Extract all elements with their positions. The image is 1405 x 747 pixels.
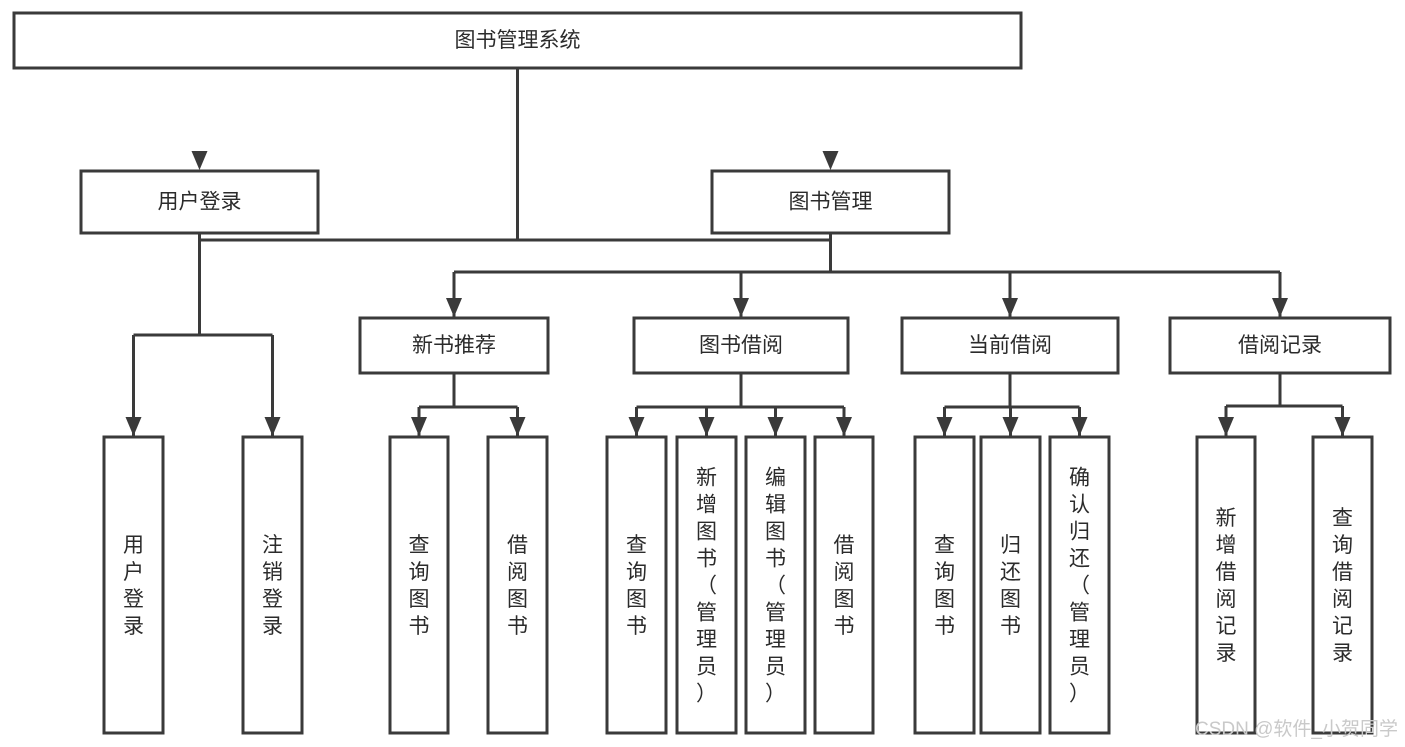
leaf-node-1-2-2-box: [1048, 435, 1111, 735]
level2-node-0-label: 用户登录: [158, 191, 242, 214]
level3-node-1-1-label: 图书借阅: [699, 334, 783, 357]
connector-arrowhead: [936, 417, 953, 436]
level2-node-1[interactable]: 图书管理: [710, 169, 951, 235]
connector-arrowhead: [1218, 417, 1234, 436]
level3-node-1-1[interactable]: 图书借阅: [632, 316, 850, 375]
root-node-box: [12, 11, 1023, 70]
level2-node-0[interactable]: 用户登录: [79, 169, 320, 235]
leaf-node-1-2-0-label: 查询图书: [934, 534, 955, 638]
level3-node-0-0[interactable]: 用户登录: [102, 435, 165, 735]
connector-arrowhead: [264, 417, 281, 436]
connector-arrowhead: [628, 417, 645, 436]
connector-arrowhead: [1334, 417, 1351, 436]
level3-node-1-0-box: [358, 316, 550, 375]
level3-node-1-2-box: [900, 316, 1120, 375]
level3-node-1-3-box: [1168, 316, 1392, 375]
leaf-node-1-0-0[interactable]: 查询图书: [388, 435, 450, 735]
connector-arrowhead: [1272, 298, 1288, 317]
connector-arrowhead: [1002, 417, 1019, 436]
leaf-node-1-1-3-label: 借阅图书: [834, 534, 855, 638]
connector-arrowhead: [1002, 298, 1018, 317]
level3-node-0-0-label: 用户登录: [123, 534, 144, 638]
connector-edges: [125, 68, 1351, 436]
leaf-node-1-1-3-box: [813, 435, 875, 735]
leaf-node-1-1-0-box: [605, 435, 668, 735]
leaf-node-1-3-1[interactable]: 查询借阅记录: [1311, 435, 1374, 735]
connector-arrowhead: [125, 417, 142, 436]
level3-node-1-3[interactable]: 借阅记录: [1168, 316, 1392, 375]
leaf-node-1-2-0[interactable]: 查询图书: [913, 435, 976, 735]
level3-node-1-0-label: 新书推荐: [412, 334, 496, 357]
leaf-node-1-1-1-label: 新增图书（管理员）: [696, 467, 717, 706]
level3-node-0-1-box: [241, 435, 304, 735]
leaf-node-1-0-1-box: [486, 435, 549, 735]
leaf-node-1-1-3[interactable]: 借阅图书: [813, 435, 875, 735]
leaf-node-1-1-2-label: 编辑图书（管理员）: [765, 467, 786, 706]
level3-node-1-3-label: 借阅记录: [1238, 334, 1322, 357]
level2-node-1-label: 图书管理: [789, 191, 873, 214]
level3-node-1-1-box: [632, 316, 850, 375]
leaf-node-1-2-1-box: [979, 435, 1042, 735]
leaf-node-1-0-0-box: [388, 435, 450, 735]
level3-node-1-2[interactable]: 当前借阅: [900, 316, 1120, 375]
leaf-node-1-1-1-box: [675, 435, 738, 735]
level3-node-0-1[interactable]: 注销登录: [241, 435, 304, 735]
leaf-node-1-0-0-label: 查询图书: [409, 534, 430, 638]
connector-arrowhead: [1071, 417, 1088, 436]
leaf-node-1-2-1[interactable]: 归还图书: [979, 435, 1042, 735]
leaf-node-1-1-1[interactable]: 新增图书（管理员）: [675, 435, 738, 735]
connector-arrowhead: [836, 417, 852, 436]
leaf-node-1-1-2[interactable]: 编辑图书（管理员）: [744, 435, 807, 735]
level2-node-1-box: [710, 169, 951, 235]
leaf-node-1-1-0[interactable]: 查询图书: [605, 435, 668, 735]
level2-node-0-box: [79, 169, 320, 235]
level3-node-0-0-box: [102, 435, 165, 735]
leaf-node-1-2-2-label: 确认归还（管理员）: [1069, 467, 1090, 706]
root-node[interactable]: 图书管理系统: [12, 11, 1023, 70]
connector-arrowhead: [446, 298, 462, 317]
leaf-node-1-3-0-box: [1195, 435, 1257, 735]
leaf-node-1-0-1-label: 借阅图书: [507, 534, 528, 638]
connector-arrowhead: [733, 298, 749, 317]
leaf-node-1-3-1-box: [1311, 435, 1374, 735]
leaf-node-1-2-0-box: [913, 435, 976, 735]
leaf-node-1-1-0-label: 查询图书: [626, 534, 647, 638]
level3-node-0-1-label: 注销登录: [262, 534, 283, 638]
connector-arrowhead: [767, 417, 784, 436]
diagram-nodes: 图书管理系统用户登录用户登录注销登录图书管理新书推荐查询图书借阅图书图书借阅查询…: [12, 11, 1392, 735]
level3-node-1-0[interactable]: 新书推荐: [358, 316, 550, 375]
connector-arrowhead: [191, 151, 208, 170]
leaf-node-1-2-1-label: 归还图书: [1000, 534, 1021, 638]
leaf-node-1-3-1-label: 查询借阅记录: [1332, 507, 1353, 665]
leaf-node-1-2-2[interactable]: 确认归还（管理员）: [1048, 435, 1111, 735]
connector-arrowhead: [822, 151, 839, 170]
connector-arrowhead: [698, 417, 715, 436]
connector-arrowhead: [411, 417, 427, 436]
level3-node-1-2-label: 当前借阅: [968, 334, 1052, 357]
watermark-label: CSDN @软件_小贺同学: [1195, 718, 1398, 740]
connector-arrowhead: [509, 417, 526, 436]
root-node-label: 图书管理系统: [455, 29, 581, 52]
leaf-node-1-0-1[interactable]: 借阅图书: [486, 435, 549, 735]
leaf-node-1-1-2-box: [744, 435, 807, 735]
leaf-node-1-3-0[interactable]: 新增借阅记录: [1195, 435, 1257, 735]
leaf-node-1-3-0-label: 新增借阅记录: [1216, 507, 1237, 665]
